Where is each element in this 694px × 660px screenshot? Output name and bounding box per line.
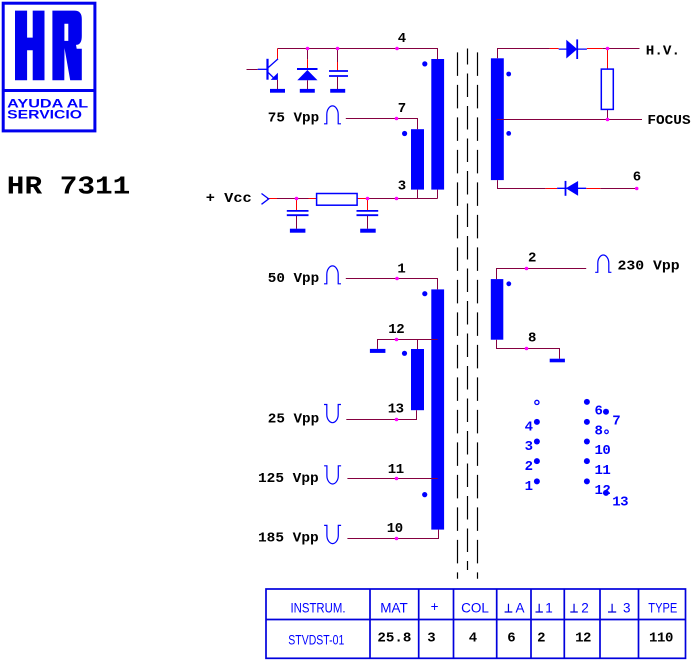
svg-text:H.V.: H.V. xyxy=(646,43,680,59)
svg-text:10: 10 xyxy=(595,443,611,459)
svg-text:4: 4 xyxy=(469,631,477,647)
svg-text:7: 7 xyxy=(398,101,406,117)
svg-text:25 Vpp: 25 Vpp xyxy=(268,411,319,427)
svg-text:11: 11 xyxy=(595,463,611,479)
svg-text:TYPE: TYPE xyxy=(648,600,677,615)
svg-text:+ Vcc: + Vcc xyxy=(206,191,252,207)
svg-text:A: A xyxy=(515,600,524,615)
svg-text:SERVICIO: SERVICIO xyxy=(7,108,82,122)
svg-text:1: 1 xyxy=(397,262,405,278)
svg-text:2: 2 xyxy=(525,459,533,475)
svg-text:4: 4 xyxy=(398,31,406,47)
svg-text:13: 13 xyxy=(388,401,404,417)
svg-text:185 Vpp: 185 Vpp xyxy=(258,531,319,547)
svg-text:AYUDA AL: AYUDA AL xyxy=(7,97,88,111)
svg-text:125 Vpp: 125 Vpp xyxy=(258,471,319,487)
svg-text:110: 110 xyxy=(649,631,674,647)
svg-text:3: 3 xyxy=(525,439,533,455)
svg-text:HR 7311: HR 7311 xyxy=(7,171,131,201)
svg-text:8: 8 xyxy=(595,424,603,440)
svg-text:3: 3 xyxy=(427,631,435,647)
svg-text:+: + xyxy=(431,599,439,614)
svg-text:75 Vpp: 75 Vpp xyxy=(268,111,319,127)
svg-text:50 Vpp: 50 Vpp xyxy=(268,271,319,287)
svg-text:INSTRUM.: INSTRUM. xyxy=(291,600,346,615)
svg-text:25.8: 25.8 xyxy=(377,631,411,647)
svg-text:7: 7 xyxy=(612,413,620,429)
svg-text:COL: COL xyxy=(461,600,489,615)
svg-text:230 Vpp: 230 Vpp xyxy=(618,258,680,274)
svg-text:FOCUS: FOCUS xyxy=(647,113,690,129)
svg-text:12: 12 xyxy=(388,322,404,338)
svg-text:MAT: MAT xyxy=(380,600,408,615)
svg-text:11: 11 xyxy=(388,462,404,478)
svg-text:12: 12 xyxy=(595,483,611,499)
svg-text:10: 10 xyxy=(387,521,403,537)
svg-text:6: 6 xyxy=(507,631,515,647)
svg-text:2: 2 xyxy=(528,251,536,267)
svg-text:3: 3 xyxy=(623,600,631,615)
svg-text:8: 8 xyxy=(528,331,536,347)
svg-text:6: 6 xyxy=(595,404,603,420)
svg-text:1: 1 xyxy=(545,600,553,615)
svg-text:13: 13 xyxy=(612,495,628,511)
svg-text:4: 4 xyxy=(525,420,533,436)
svg-text:12: 12 xyxy=(575,631,591,647)
svg-text:6: 6 xyxy=(633,170,641,186)
svg-text:STVDST-01: STVDST-01 xyxy=(288,633,344,648)
svg-text:2: 2 xyxy=(581,600,589,615)
svg-text:1: 1 xyxy=(525,479,533,495)
svg-text:2: 2 xyxy=(537,631,545,647)
svg-text:3: 3 xyxy=(398,179,406,195)
